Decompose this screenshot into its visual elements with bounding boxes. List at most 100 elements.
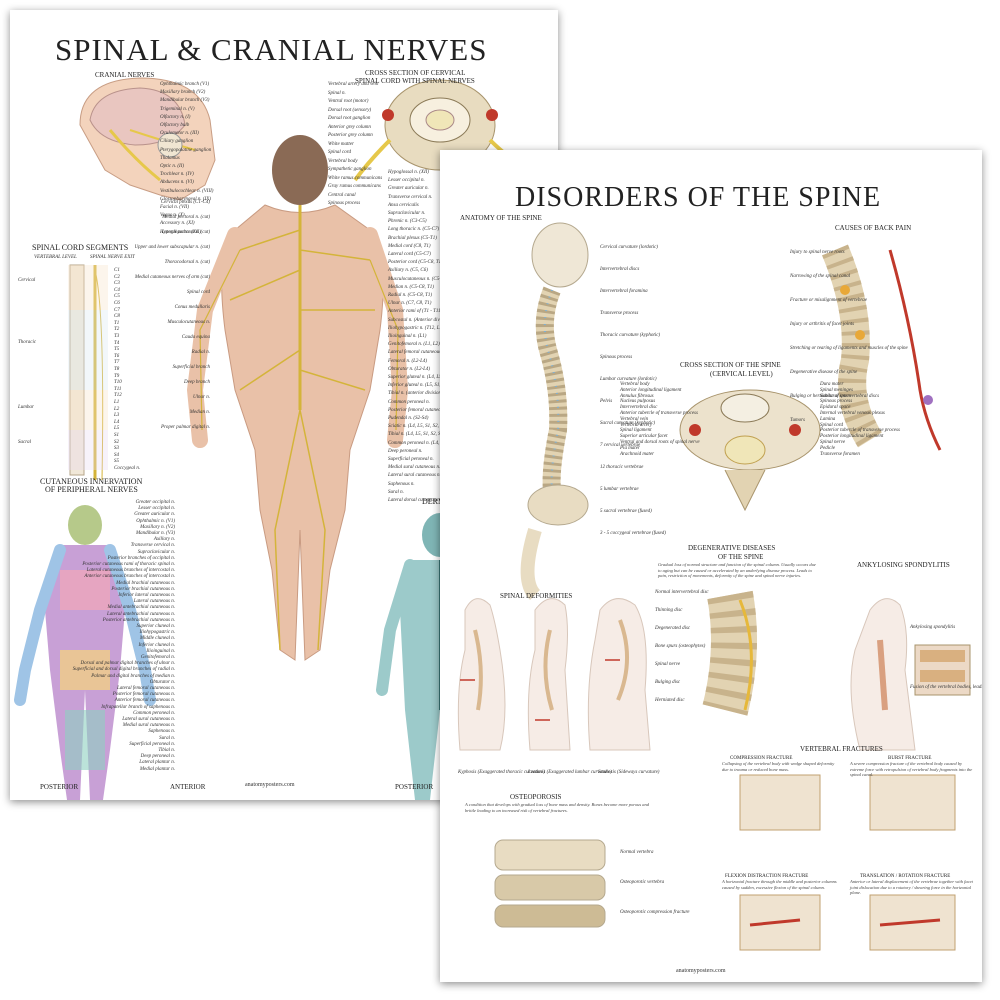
cranial-nerve-label: Accessory n. (XI) [160,221,195,227]
cutaneous-nerve-label: Medial plantar n. [139,766,175,772]
cranial-nerve-label: Abducens n. (VI) [160,180,194,186]
cross-section-heading-right-2: (CERVICAL LEVEL) [710,370,773,378]
segment-label: L1 [114,400,120,405]
segment-label: T2 [114,327,120,333]
spinal-nerve-exit-label: SPINAL NERVE EXIT [90,255,135,260]
body-nerve-label: Subcostal n. (Anterior division of T12) [388,317,466,323]
cross-section-label: Lamina [820,416,836,422]
cranial-nerve-label: Mandibular branch (V3) [160,98,210,104]
cross-section-label: Dorsal root ganglion [328,116,371,121]
body-nerve-label: Pudendal n. (S2-S4) [388,416,429,421]
spine-anatomy-label: Intervertebral foramina [600,289,648,294]
body-nerve-label: Lesser occipital n. [388,178,425,184]
cutaneous-nerve-label: Inferior lateral cutaneous n. [118,593,175,598]
degenerative-label: Thinning disc [655,608,683,613]
flexion-heading: FLEXION DISTRACTION FRACTURE [725,874,809,879]
cutaneous-nerve-label: Posterior brachial cutaneous n. [111,586,175,592]
spine-skeleton [520,222,589,600]
segment-label: T7 [114,360,120,366]
body-nerve-label: Musculocutaneous n. [167,320,211,325]
body-nerve-label: Common peroneal n. [388,399,430,405]
cranial-nerve-label: Hypoglossal n. (XII) [160,229,201,235]
cutaneous-nerve-label: Superior cluneal n. [136,624,175,629]
cranial-nerve-label: Maxillary branch (V2) [160,90,206,96]
left-poster-title: SPINAL & CRANIAL NERVES [55,32,488,67]
segment-label: T6 [114,353,120,359]
segment-label: T12 [114,393,122,399]
cross-section-heading-right-1: CROSS SECTION OF THE SPINE [680,361,781,369]
cross-section-heading-2: SPINAL CORD WITH SPINAL NERVES [355,77,475,85]
back-pain-cause-label: Stretching or tearing of ligaments and m… [790,346,908,351]
segment-label: T11 [114,386,122,392]
body-nerve-label: Ansa cervicalis [388,202,419,208]
degenerative-label: Herniated disc [655,698,685,703]
cutaneous-nerve-label: Posterior cutaneous rami of thoracic spi… [82,562,175,567]
cross-section-label: White ramus communicans [328,175,383,181]
cranial-nerves-heading: CRANIAL NERVES [95,71,155,79]
cranial-nerve-label: Optic n. (II) [160,164,185,169]
cutaneous-nerve-label: Genitofemoral n. [140,655,175,660]
osteoporosis-paragraph: A condition that develops with gradual l… [465,802,649,813]
body-nerve-label: Ilioinguinal n. (L1) [388,334,427,339]
body-nerve-label: Lateral sural cutaneous n. [388,473,441,479]
body-nerve-label: Posterior cord (C5-C8, T1) [388,260,443,266]
degenerative-label: Spinal nerve [655,662,681,667]
ankylosing-figure [850,598,971,751]
cross-section-label: Spinal meninges [820,387,853,393]
back-pain-cause-label: Degenerative disease of the spine [790,370,858,375]
body-nerve-label: Lateral dorsal cutaneous n. [388,498,444,503]
segment-label: C7 [114,307,120,313]
body-nerve-label: Cervical plexus (C1-C4) [160,200,210,205]
posterior-body-nerves [186,135,409,661]
body-nerve-label: Deep branch [184,380,210,385]
cross-section-label: Spinous process [328,201,361,206]
degenerative-heading-1: DEGENERATIVE DISEASES [688,544,776,552]
flexion-paragraph: A horizontal fracture through the middle… [722,879,837,890]
cross-section-label: Arachnoid mater [620,451,655,457]
body-nerve-label: Medial sural cutaneous n. [388,465,441,471]
region-lumbar: Lumbar [18,405,34,410]
spinal-cord-segments-diagram [68,264,108,481]
body-nerve-label: Lateral pectoral n. (cut) [161,230,210,235]
disorders-of-spine-poster: DISORDERS OF THE SPINE ANATOMY OF THE SP… [440,150,982,982]
cross-section-label: Ventral root (motor) [328,99,369,104]
body-nerve-label: Tibial n. (L4, L5, S1, S2, S3) [388,432,445,438]
cross-section-heading-1: CROSS SECTION OF CERVICAL [365,69,466,77]
body-nerve-label: Anterior rami of (T1 - T11) [388,309,443,315]
cutaneous-nerve-label: Saphenous n. [148,729,175,735]
cross-section-label: Central canal [328,192,356,198]
fractures-heading: VERTEBRAL FRACTURES [800,745,883,753]
ankylosing-label: Fusion of the vertebral bodies, leading … [910,685,982,690]
cranial-nerve-label: Trochlear n. (IV) [160,172,194,178]
segment-label: C4 [114,287,120,293]
right-website: anatomyposters.com [676,968,726,974]
cross-section-label: Anterior longitudinal ligament [620,387,682,393]
region-thoracic: Thoracic [18,340,37,345]
cross-section-label: Dura mater [820,382,844,387]
degenerative-label: Bone spurs (osteophytes) [655,644,706,649]
cross-section-label: Annulus fibrosus [620,393,654,399]
body-nerve-label: Sciatic n. (L4, L5, S1, S2, S3) [388,424,447,430]
body-nerve-label: Inferior gluteal n. (L5, S1, S2) [388,383,449,389]
cranial-nerve-label: Pterygopalatine ganglion [160,147,212,153]
spine-illustration [457,222,971,951]
cutaneous-nerve-label: Lateral sural cutaneous n. [122,717,175,722]
anterior-label: ANTERIOR [170,783,206,791]
cross-section-label: Anterior tubercle of transverse process [620,411,698,416]
cross-section-label: Anterior grey column [328,124,371,130]
body-nerve-label: Cauda equina [181,335,210,340]
cranial-nerve-label: Olfactory n. (I) [160,114,191,120]
fracture-diagrams [739,774,956,951]
cutaneous-nerve-label: Supraclavicular n. [137,549,175,555]
cross-section-label: Intervertebral disc [620,405,658,411]
body-nerve-label: Saphenous n. [388,481,415,487]
cutaneous-nerve-label: Iliohypogastric n. [139,630,175,636]
cross-section-label: Spinal cord [820,422,844,428]
cross-section-label: Pedicle [820,445,835,451]
cutaneous-nerve-label: Obturator n. [149,679,175,685]
cross-section-label: Spinal ligament [620,428,652,434]
body-nerve-label: Common peroneal n. (L4, L5, S1, S2) [388,440,463,446]
spine-anatomy-label: Cervical curvature (lordotic) [600,245,658,250]
cutaneous-nerve-label: Axillary n. [153,537,175,543]
cutaneous-nerve-label: Superficial and dorsal digital branches … [72,667,175,673]
